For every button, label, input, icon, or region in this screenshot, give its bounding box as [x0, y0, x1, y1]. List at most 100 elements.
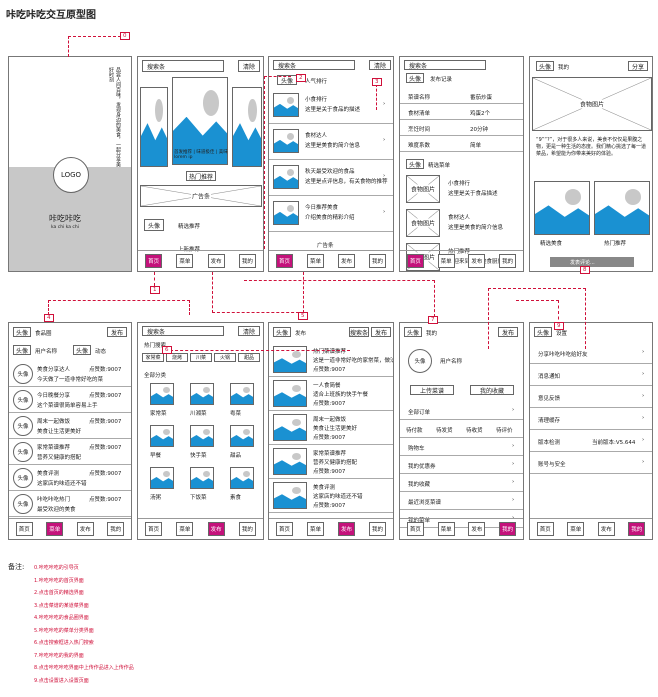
tab-post[interactable]: 发布 [207, 254, 225, 268]
profile-avatar[interactable]: 头像 [408, 349, 432, 373]
tab-mine[interactable]: 我的 [238, 522, 256, 536]
tab-post[interactable]: 发布 [337, 254, 355, 268]
detail-image-1[interactable] [534, 181, 590, 235]
tab-mine[interactable]: 我的 [107, 522, 125, 536]
tab-mine[interactable]: 我的 [499, 522, 517, 536]
tab-post[interactable]: 发布 [468, 522, 486, 536]
banner-image-left[interactable] [140, 87, 168, 167]
record-photo[interactable]: 食物图片 [406, 175, 440, 203]
ad-banner[interactable]: 广告条 [140, 185, 262, 207]
hot-chip[interactable]: 烧烤 [166, 353, 188, 362]
tab-menu[interactable]: 菜单 [437, 254, 455, 268]
settings-row[interactable]: 版本检测当前版本:V5.644› [530, 431, 652, 452]
order-status[interactable]: 待评价 [496, 428, 513, 434]
tab-menu[interactable]: 菜单 [306, 254, 324, 268]
tab-menu[interactable]: 菜单 [306, 522, 324, 536]
tab-mine[interactable]: 我的 [628, 522, 646, 536]
clear-button[interactable]: 清除 [238, 60, 260, 72]
tab-mine[interactable]: 我的 [499, 254, 517, 268]
tab-menu[interactable]: 菜单 [567, 522, 585, 536]
clear-button[interactable]: 清除 [369, 60, 391, 70]
tab-home[interactable]: 首页 [15, 522, 33, 536]
category-image[interactable] [230, 467, 254, 489]
order-status[interactable]: 待付款 [406, 428, 423, 434]
search-bar[interactable]: 搜索条 [273, 60, 355, 70]
profile-row[interactable]: 最近浏览菜谱› [400, 493, 523, 510]
list-thumb[interactable] [273, 165, 299, 189]
tab-mine[interactable]: 我的 [368, 522, 386, 536]
feed-item[interactable]: 周末一起做饭美食让生活更美好点赞数:9007 [269, 411, 393, 445]
feed-thumb[interactable] [273, 380, 307, 407]
feed-item[interactable]: 美食评测这家店的味道还不错点赞数:9007 [269, 479, 393, 513]
tab-menu[interactable]: 菜单 [176, 254, 194, 268]
feed-thumb[interactable] [273, 482, 307, 509]
tab-menu[interactable]: 菜单 [437, 522, 455, 536]
search-bar[interactable]: 搜索条 [404, 60, 486, 70]
tab-post[interactable]: 发布 [597, 522, 615, 536]
list-item[interactable]: 今日推荐美食介绍美食的精彩介绍› [269, 197, 393, 232]
feed-thumb[interactable] [273, 414, 307, 441]
category-image[interactable] [150, 467, 174, 489]
hot-chip[interactable]: 家常菜 [142, 353, 164, 362]
list-item[interactable]: 小食排行这里是关于食品的描述› [269, 89, 393, 124]
list-thumb[interactable] [273, 129, 299, 153]
category-image[interactable] [190, 425, 214, 447]
tab-home[interactable]: 首页 [406, 254, 424, 268]
tab-menu[interactable]: 菜单 [176, 522, 194, 536]
profile-row[interactable]: 全部订单› [400, 403, 523, 420]
hot-chip[interactable]: 火锅 [214, 353, 236, 362]
feed-thumb[interactable] [273, 448, 307, 475]
category-image[interactable] [190, 467, 214, 489]
upload-button[interactable]: 上传菜谱 [410, 385, 454, 395]
tab-home[interactable]: 首页 [275, 254, 293, 268]
clear-button[interactable]: 清除 [238, 326, 260, 336]
tab-home[interactable]: 首页 [536, 522, 554, 536]
detail-image-2[interactable] [594, 181, 650, 235]
settings-row[interactable]: 意见反馈› [530, 387, 652, 408]
share-button[interactable]: 分享 [628, 61, 648, 71]
category-image[interactable] [230, 383, 254, 405]
order-status[interactable]: 待发货 [436, 428, 453, 434]
category-image[interactable] [190, 383, 214, 405]
comment-bar[interactable] [550, 257, 634, 267]
profile-row[interactable]: 我的优惠券› [400, 457, 523, 474]
tab-post[interactable]: 发布 [337, 522, 355, 536]
tab-mine[interactable]: 我的 [238, 254, 256, 268]
banner-image-right[interactable] [232, 87, 262, 167]
record-photo[interactable]: 食物图片 [406, 209, 440, 237]
list-thumb[interactable] [273, 201, 299, 225]
category-image[interactable] [230, 425, 254, 447]
settings-row[interactable]: 账号与安全› [530, 453, 652, 474]
feed-item[interactable]: 家常菜谱推荐营养又健康的搭配点赞数:9007 [269, 445, 393, 479]
search-bar[interactable]: 搜索条 [142, 326, 224, 336]
settings-row[interactable]: 消息通知› [530, 365, 652, 386]
settings-row[interactable]: 清理缓存› [530, 409, 652, 430]
list-item[interactable]: 食材达人这里是美食的简介信息› [269, 125, 393, 160]
banner-image-center[interactable] [172, 77, 228, 165]
hot-chip[interactable]: 川菜 [190, 353, 212, 362]
category-image[interactable] [150, 383, 174, 405]
order-status[interactable]: 待收货 [466, 428, 483, 434]
tab-home[interactable]: 首页 [145, 522, 163, 536]
profile-row[interactable]: 购物车› [400, 439, 523, 456]
tab-post[interactable]: 发布 [468, 254, 486, 268]
tab-mine[interactable]: 我的 [368, 254, 386, 268]
post-button[interactable]: 发布 [498, 327, 518, 337]
list-item[interactable]: 秋天最受欢迎的食品这里是点评信息，有关食物的推荐› [269, 161, 393, 196]
favorites-button[interactable]: 我的收藏 [470, 385, 514, 395]
search-bar[interactable]: 搜索条 [142, 60, 224, 72]
tab-home[interactable]: 首页 [275, 522, 293, 536]
ranking-tab[interactable]: 人气排行 [305, 79, 328, 85]
post-button[interactable]: 发布 [107, 327, 127, 337]
profile-row[interactable]: 我的收藏› [400, 475, 523, 492]
category-image[interactable] [150, 425, 174, 447]
tab-post[interactable]: 发布 [207, 522, 225, 536]
tab-menu[interactable]: 菜单 [46, 522, 64, 536]
hot-button[interactable]: 热门推荐 [186, 171, 216, 181]
